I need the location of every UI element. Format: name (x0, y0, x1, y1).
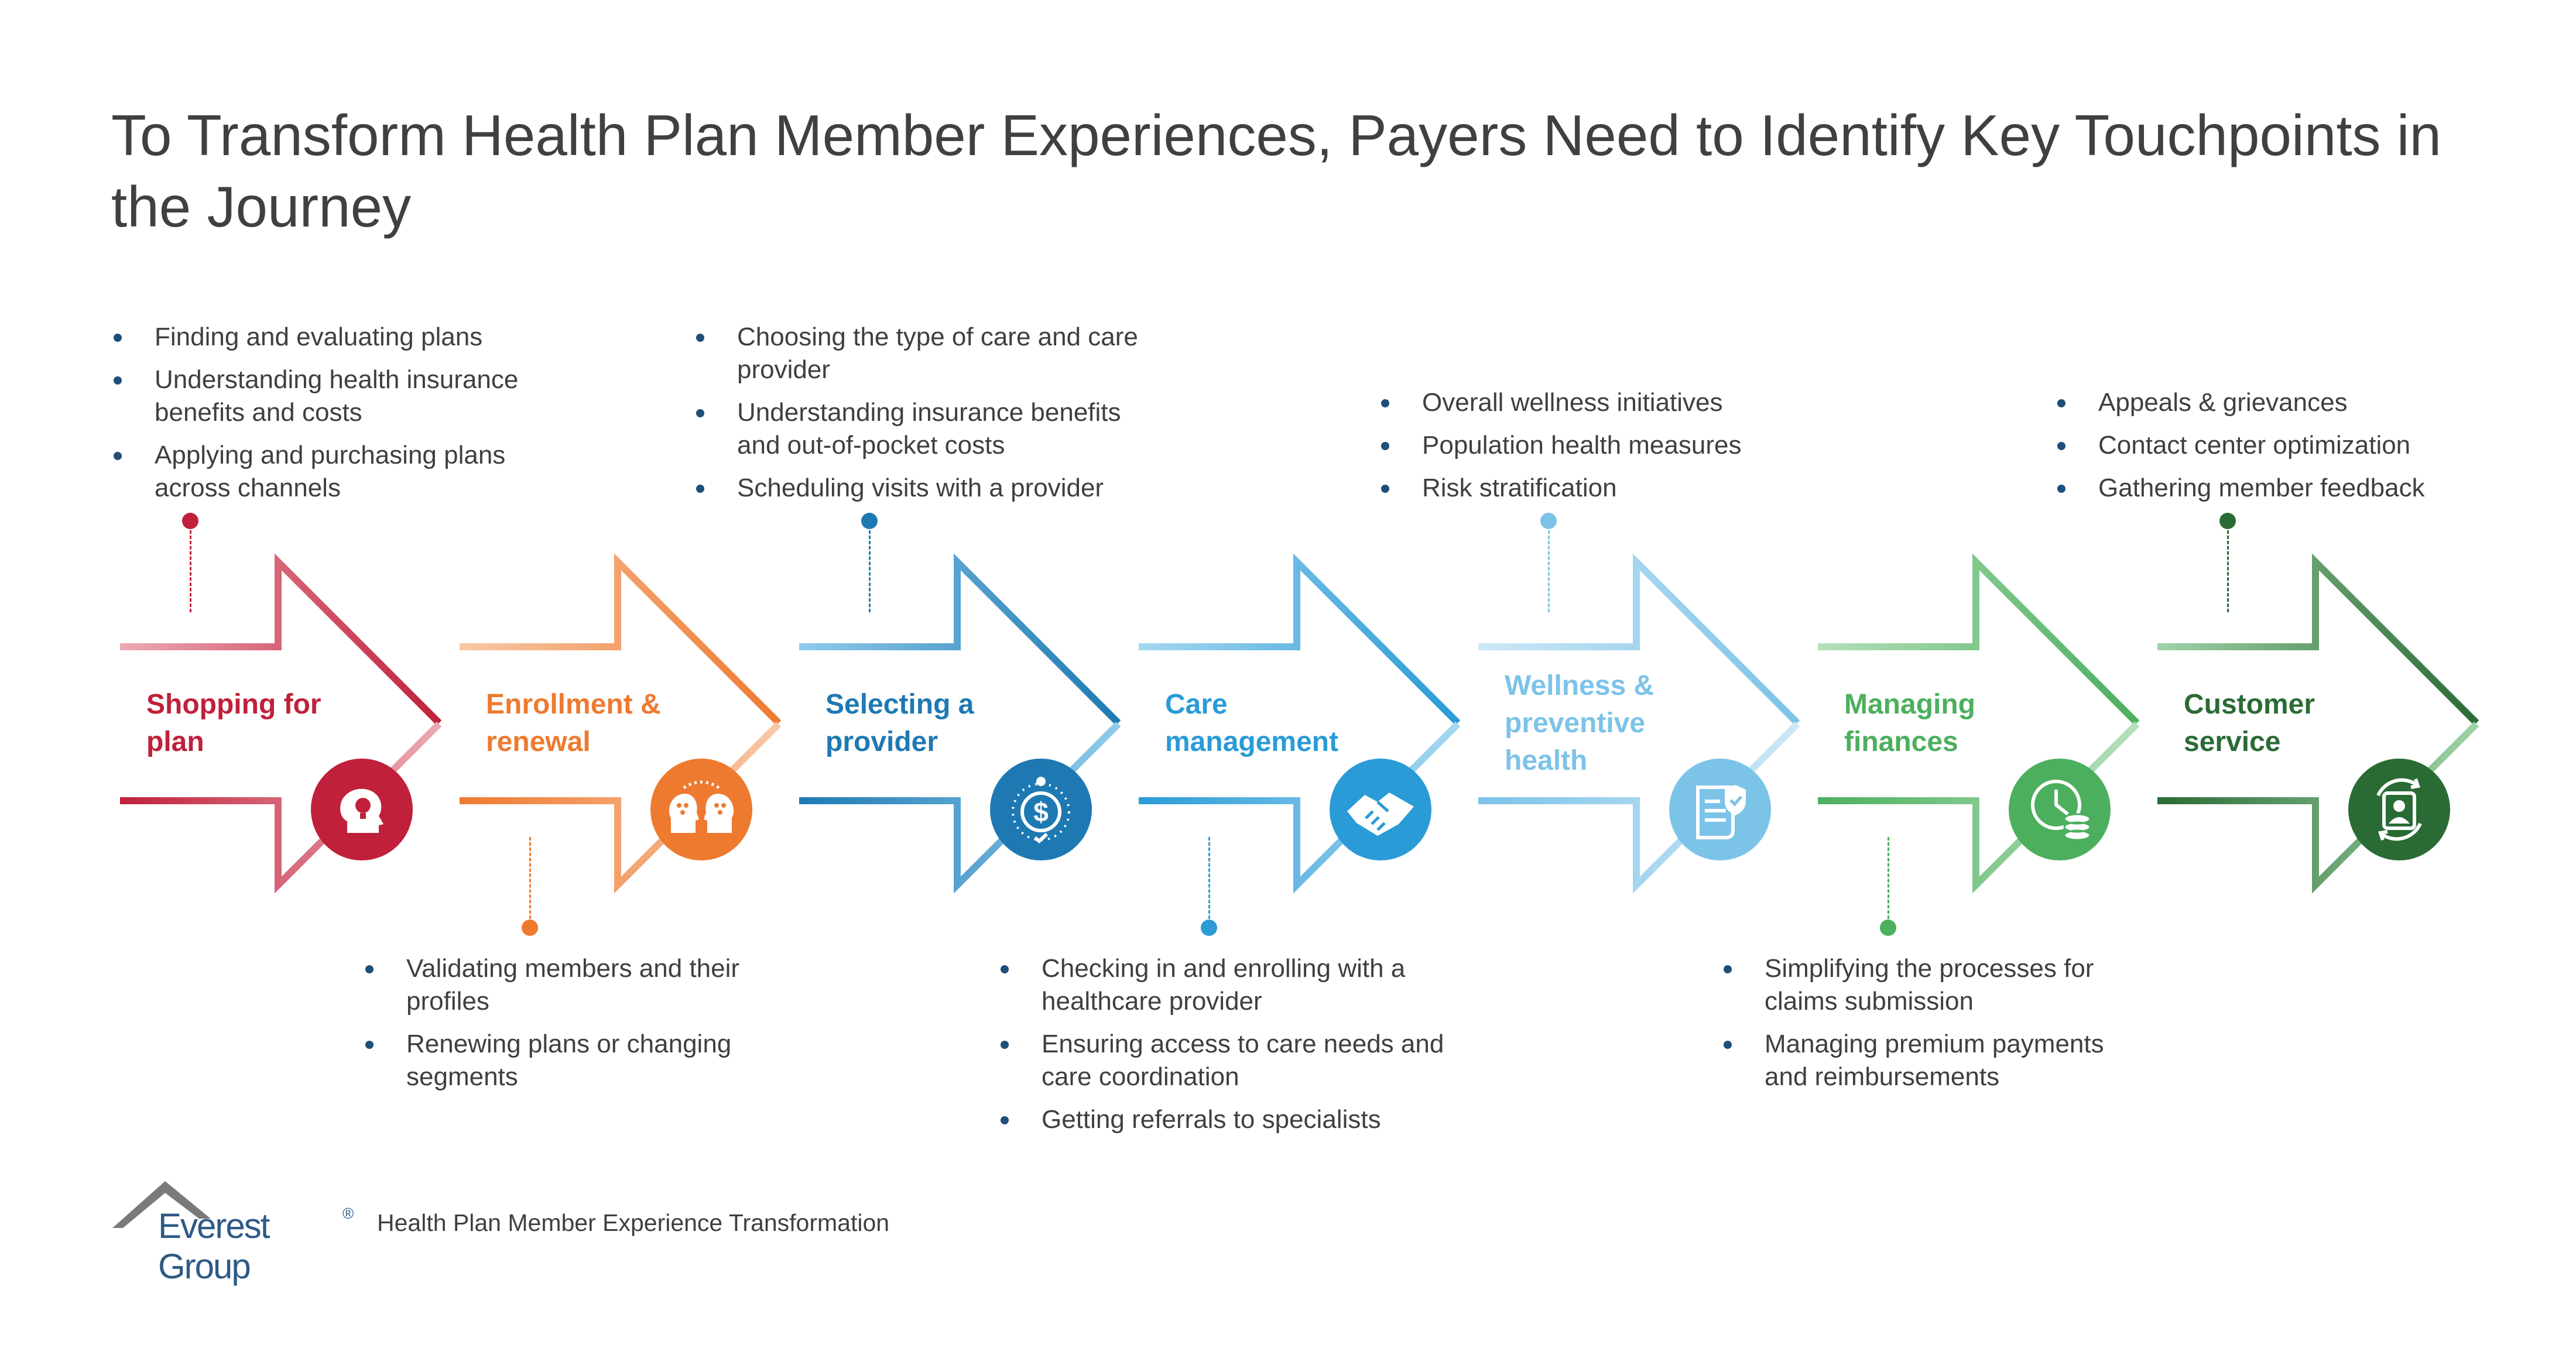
page-title: To Transform Health Plan Member Experien… (111, 103, 2442, 239)
touchpoint-item: Ensuring access to care needs and care c… (998, 1028, 1467, 1093)
touchpoint-item: Validating members and their profiles (363, 952, 808, 1018)
handshake-icon (1330, 759, 1431, 860)
touchpoint-dot (1201, 920, 1217, 936)
touchpoint-item: Simplifying the processes for claims sub… (1721, 952, 2131, 1018)
touchpoint-item: Contact center optimization (2055, 429, 2476, 462)
journey-arrow-upper-stroke (1478, 553, 1800, 726)
two-heads-icon (650, 759, 752, 860)
logo-registered-mark: ® (342, 1205, 354, 1222)
touchpoint-item: Managing premium payments and reimbursem… (1721, 1028, 2131, 1093)
touchpoint-list: Simplifying the processes for claims sub… (1721, 952, 2131, 1103)
person-cycle-icon (2348, 759, 2450, 860)
touchpoint-connector (529, 837, 531, 919)
touchpoint-item: Scheduling visits with a provider (694, 472, 1162, 505)
touchpoint-connector (1548, 530, 1550, 612)
touchpoint-list: Choosing the type of care and care provi… (694, 321, 1162, 514)
touchpoint-item: Getting referrals to specialists (998, 1103, 1467, 1136)
logo-text: Everest Group (158, 1206, 270, 1286)
journey-arrow-upper-stroke (460, 553, 782, 726)
touchpoint-dot (1540, 513, 1557, 529)
journey-arrow-upper-stroke (1139, 553, 1461, 726)
footer-caption: Health Plan Member Experience Transforma… (377, 1209, 890, 1236)
touchpoint-connector (869, 530, 871, 612)
shield-document-icon (1669, 759, 1771, 860)
touchpoint-connector (1888, 837, 1889, 919)
stage-label: Customer service (2184, 689, 2315, 757)
head-lightbulb-icon (311, 759, 413, 860)
touchpoint-item: Overall wellness initiatives (1379, 386, 1800, 419)
touchpoint-dot (1880, 920, 1896, 936)
touchpoint-item: Choosing the type of care and care provi… (694, 321, 1162, 386)
stage-label: Enrollment & renewal (486, 689, 661, 757)
stage-label: Managing finances (1844, 689, 1975, 757)
touchpoint-item: Renewing plans or changing segments (363, 1028, 808, 1093)
touchpoint-item: Understanding health insurance benefits … (111, 363, 580, 429)
journey-arrow-upper-stroke (799, 553, 1121, 726)
everest-group-logo: Everest Group ® (111, 1177, 363, 1286)
touchpoint-item: Population health measures (1379, 429, 1800, 462)
clock-coins-icon (2009, 759, 2111, 860)
journey-arrow-upper-stroke (2157, 553, 2479, 726)
svg-text:$: $ (1033, 797, 1049, 827)
touchpoint-dot (182, 513, 198, 529)
touchpoint-item: Finding and evaluating plans (111, 321, 580, 354)
touchpoint-connector (190, 530, 191, 612)
touchpoint-connector (2227, 530, 2229, 612)
touchpoint-item: Gathering member feedback (2055, 472, 2476, 505)
touchpoint-dot (861, 513, 878, 529)
mountain-logo-icon (112, 1181, 211, 1228)
touchpoint-item: Appeals & grievances (2055, 386, 2476, 419)
touchpoint-item: Applying and purchasing plans across cha… (111, 439, 580, 505)
touchpoint-connector (1208, 837, 1210, 919)
touchpoint-dot (2219, 513, 2236, 529)
touchpoint-item: Checking in and enrolling with a healthc… (998, 952, 1467, 1018)
touchpoint-list: Checking in and enrolling with a healthc… (998, 952, 1467, 1146)
touchpoint-dot (522, 920, 538, 936)
stage-label: Selecting a provider (825, 689, 974, 757)
touchpoint-item: Risk stratification (1379, 472, 1800, 505)
touchpoint-item: Understanding insurance benefits and out… (694, 396, 1162, 462)
dollar-coin-icon: $ (990, 759, 1092, 860)
stage-label: Care management (1165, 689, 1339, 757)
journey-arrow-upper-stroke (120, 553, 442, 726)
stage-label: Wellness & preventive health (1505, 670, 1654, 776)
stage-label: Shopping for plan (146, 689, 321, 757)
journey-arrow-upper-stroke (1818, 553, 2140, 726)
